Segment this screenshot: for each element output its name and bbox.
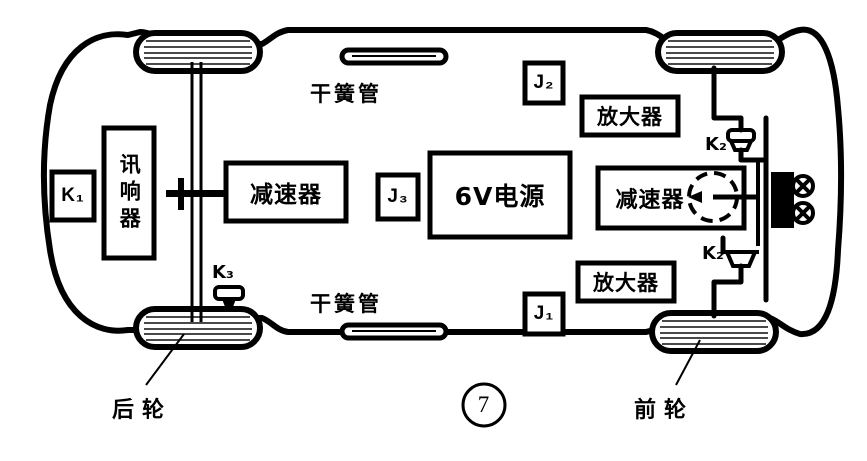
wheel-front-left (655, 30, 785, 74)
switch-k2-lower-label: K₂ (702, 243, 724, 264)
lamp-upper-icon (791, 174, 815, 198)
relay-j2-box (522, 60, 566, 106)
amplifier-upper-label: 放大器 (597, 105, 663, 129)
switch-k2-upper-label: K₂ (705, 134, 727, 155)
reducer-rear-label: 减速器 (250, 182, 322, 208)
lamp-lower-icon (791, 201, 815, 225)
wheel-front-right (649, 310, 779, 354)
leader-line-front-wheel (675, 339, 701, 386)
amplifier-upper-box (579, 94, 681, 138)
amplifier-lower-box (575, 260, 677, 304)
steering-link-block (756, 160, 794, 246)
switch-k1-label: K₁ (61, 185, 85, 206)
buzzer-box (101, 125, 157, 261)
reducer-rear-box (223, 160, 349, 224)
reducer-front-label: 减速器 (615, 188, 685, 213)
reed-switch-lower-label: 干簧管 (310, 292, 382, 316)
rear-drive-shaft (166, 178, 228, 210)
wheel-rear-right (133, 306, 263, 350)
leader-line-rear-wheel (145, 333, 185, 386)
steering-rotation-indicator (687, 171, 760, 223)
reed-switch-lower (339, 322, 449, 341)
rear-wheel-annotation: 后轮 (112, 398, 173, 423)
switch-k3-label: K₃ (212, 262, 234, 283)
power-supply-box (427, 150, 573, 240)
reed-switch-upper-label: 干簧管 (310, 82, 382, 106)
relay-j1-label: J₁ (533, 303, 555, 324)
figure-number-circle (461, 382, 507, 428)
front-wheel-annotation: 前轮 (634, 398, 695, 423)
amplifier-lower-label: 放大器 (593, 271, 659, 295)
reed-switch-upper (339, 47, 449, 66)
buzzer-label: 讯响器 (117, 152, 142, 234)
switch-k3-symbol[interactable] (213, 285, 245, 312)
figure-number-label: 7 (477, 392, 491, 417)
switch-k1-box[interactable] (49, 169, 97, 223)
switch-k2-upper-symbol[interactable] (726, 128, 756, 152)
relay-j3-box (375, 172, 421, 222)
switch-k2-lower-symbol[interactable] (723, 250, 759, 268)
relay-j3-label: J₃ (387, 186, 409, 207)
relay-j2-label: J₂ (533, 72, 555, 93)
wheel-rear-left (133, 30, 263, 74)
power-supply-label: 6V电源 (454, 182, 546, 211)
relay-j1-box (522, 291, 566, 337)
